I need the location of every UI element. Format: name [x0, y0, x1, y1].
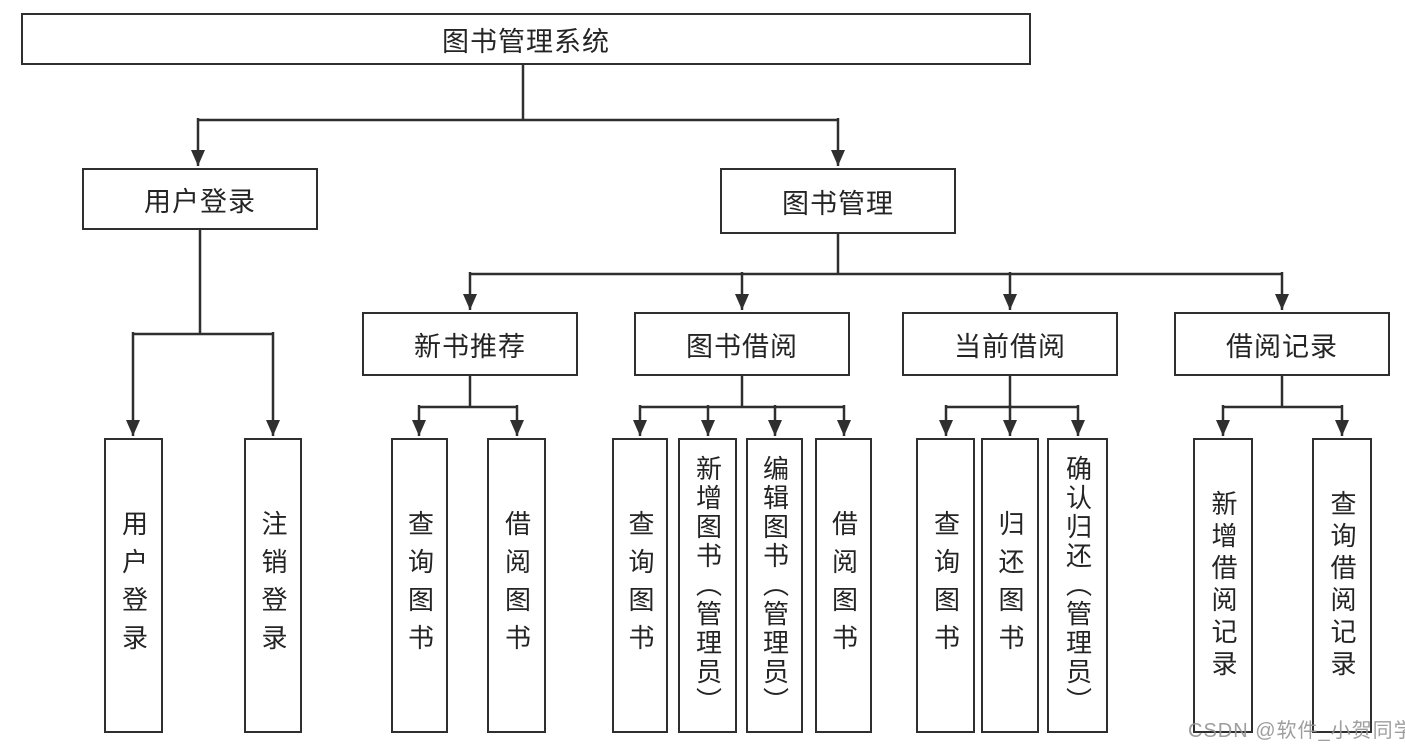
leaf-edit-book-admin: 编辑图书（管理员） — [746, 438, 803, 733]
node-library-management-system: 图书管理系统 — [21, 13, 1031, 65]
leaf-query-books-2: 查询图书 — [612, 438, 668, 733]
leaf-return-book: 归还图书 — [981, 438, 1039, 733]
node-new-book-recommend: 新书推荐 — [362, 312, 578, 376]
node-label: 图书借阅 — [686, 331, 798, 362]
leaf-query-books-3: 查询图书 — [916, 438, 975, 733]
leaf-label: 查询图书 — [625, 509, 655, 662]
leaf-logout: 注销登录 — [244, 438, 302, 733]
leaf-label: 借阅图书 — [828, 509, 859, 662]
leaf-add-borrow-record: 新增借阅记录 — [1193, 438, 1253, 733]
leaf-label: 注销登录 — [258, 509, 288, 662]
leaf-label: 确认归还（管理员） — [1062, 455, 1093, 716]
node-book-management: 图书管理 — [720, 168, 956, 234]
node-label: 借阅记录 — [1226, 331, 1338, 362]
leaf-label: 新增借阅记录 — [1208, 489, 1238, 682]
leaf-borrow-books-1: 借阅图书 — [487, 438, 546, 733]
node-label: 图书管理 — [782, 188, 894, 219]
leaf-label: 归还图书 — [995, 509, 1025, 662]
csdn-watermark: CSDN @软件_小贺同学 — [1188, 720, 1405, 742]
leaf-query-books-1: 查询图书 — [391, 438, 448, 733]
leaf-label: 编辑图书（管理员） — [759, 455, 790, 716]
node-label: 用户登录 — [144, 186, 256, 217]
node-user-login: 用户登录 — [82, 168, 318, 230]
leaf-label: 查询图书 — [404, 509, 435, 662]
node-label: 图书管理系统 — [442, 26, 610, 57]
leaf-query-borrow-record: 查询借阅记录 — [1312, 438, 1372, 733]
leaf-confirm-return-admin: 确认归还（管理员） — [1047, 438, 1108, 733]
leaf-user-login: 用户登录 — [104, 438, 163, 733]
node-book-borrow: 图书借阅 — [634, 312, 850, 376]
leaf-label: 新增图书（管理员） — [692, 455, 723, 716]
leaf-label: 查询图书 — [930, 509, 961, 662]
leaf-add-book-admin: 新增图书（管理员） — [678, 438, 737, 733]
leaf-label: 借阅图书 — [501, 509, 532, 662]
leaf-borrow-books-2: 借阅图书 — [815, 438, 872, 733]
node-label: 新书推荐 — [414, 331, 526, 362]
node-label: 当前借阅 — [954, 331, 1066, 362]
leaf-label: 用户登录 — [118, 509, 149, 662]
node-current-borrow: 当前借阅 — [902, 312, 1118, 376]
node-borrow-record: 借阅记录 — [1174, 312, 1390, 376]
leaf-label: 查询借阅记录 — [1327, 489, 1357, 682]
